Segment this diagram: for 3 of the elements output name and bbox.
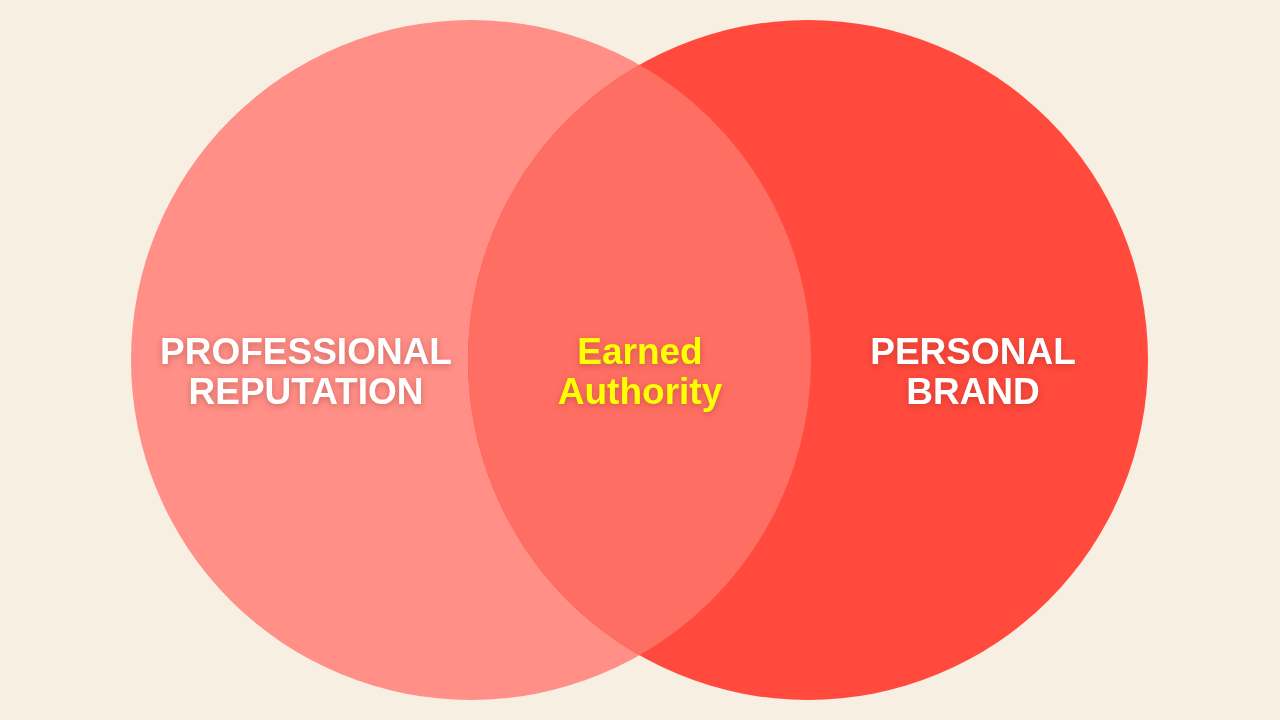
circle-label: PERSONAL BRAND bbox=[869, 332, 1077, 412]
circle-label: Earned Authority bbox=[556, 332, 724, 412]
circle-label: PROFESSIONAL REPUTATION bbox=[159, 332, 453, 412]
